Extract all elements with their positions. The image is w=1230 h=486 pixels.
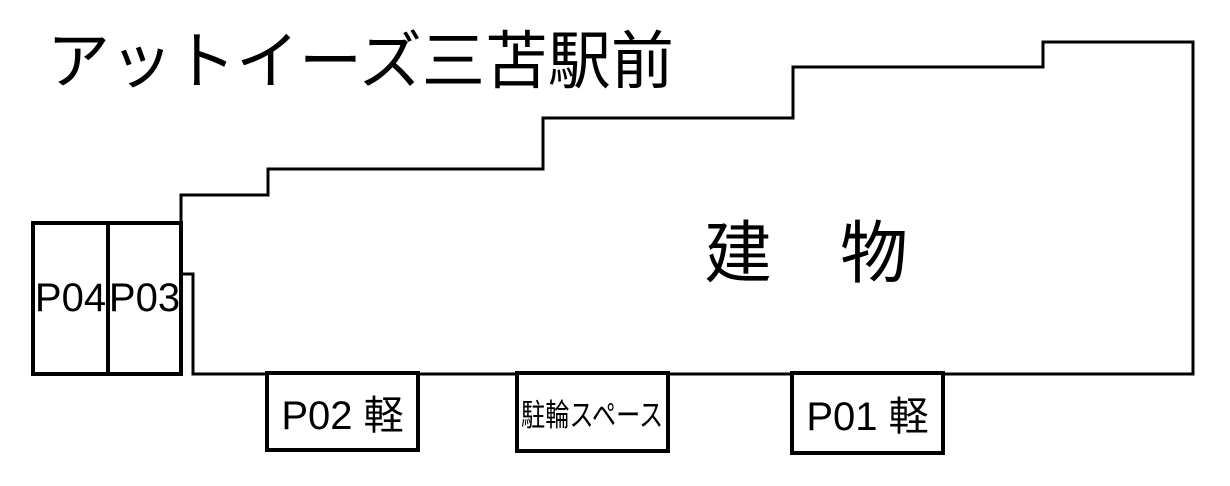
space-label-p02: P02 軽 [281,393,404,438]
page-title: アットイーズ三苫駅前 [47,27,674,97]
space-box-p01 [790,371,945,455]
space-label-bicycle-text: 駐輪スペース [521,397,664,433]
space-label-p03: P03 [108,276,181,320]
space-label-bicycle: 駐輪スペース [517,373,668,451]
space-box-p03 [106,221,183,376]
building-label: 建 物 [704,215,909,292]
space-label-p01: P01 軽 [806,395,929,439]
building-outline [179,40,1195,376]
space-box-p02 [265,371,420,452]
space-label-p04: P04 [34,276,107,320]
space-box-p04 [31,221,110,376]
space-box-bicycle [515,371,670,453]
